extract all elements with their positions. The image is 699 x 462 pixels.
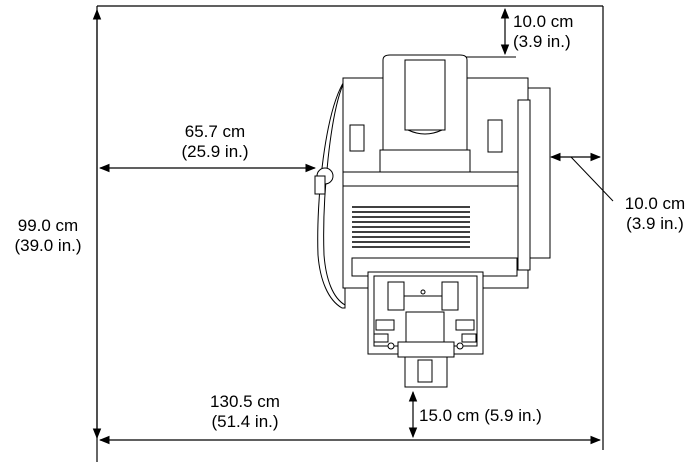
top-clearance-metric: 10.0 cm: [513, 12, 574, 31]
left-clearance-imperial: (25.9 in.): [181, 142, 249, 161]
total-depth-label: 99.0 cm (39.0 in.): [0, 216, 96, 256]
left-clearance-label: 65.7 cm (25.9 in.): [160, 122, 270, 162]
right-clearance-imperial: (3.9 in.): [626, 214, 684, 233]
right-clearance-label: 10.0 cm (3.9 in.): [614, 194, 696, 234]
total-depth-imperial: (39.0 in.): [14, 236, 82, 255]
total-width-metric: 130.5 cm: [210, 392, 280, 411]
total-width-imperial: (51.4 in.): [211, 412, 279, 431]
top-clearance-label: 10.0 cm (3.9 in.): [513, 12, 573, 52]
vent-grille: [352, 206, 470, 248]
right-clearance-arrow: [549, 152, 614, 202]
total-width-label: 130.5 cm (51.4 in.): [190, 392, 300, 432]
right-clearance-metric: 10.0 cm: [624, 194, 686, 213]
front-clearance-label: 15.0 cm (5.9 in.): [419, 406, 542, 425]
printer-top-view: [314, 54, 551, 388]
left-clearance-metric: 65.7 cm: [184, 122, 246, 141]
total-depth-metric: 99.0 cm: [17, 216, 79, 235]
top-clearance-imperial: (3.9 in.): [513, 32, 571, 51]
top-clearance-arrow: [465, 7, 516, 58]
